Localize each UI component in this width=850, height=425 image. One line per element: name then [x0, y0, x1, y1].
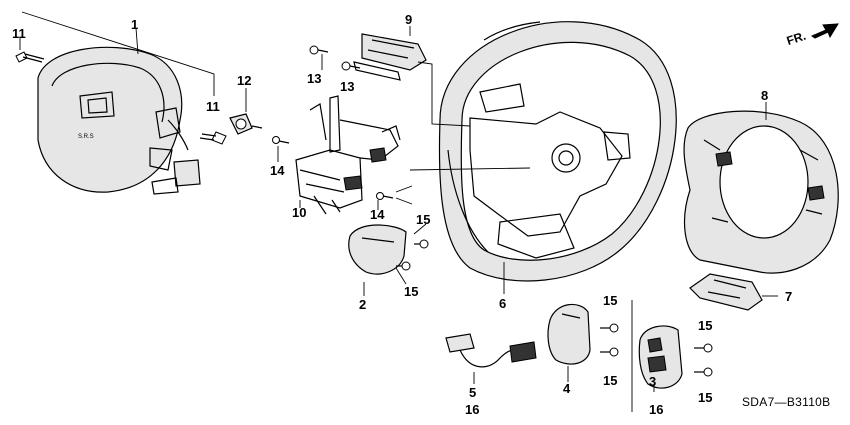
bolt-11-left — [15, 38, 45, 63]
callout-9: 9 — [405, 12, 412, 27]
screw-14-lower — [376, 185, 413, 205]
callout-2: 2 — [359, 297, 366, 312]
screw-13-a — [309, 45, 329, 55]
callout-1: 1 — [131, 17, 138, 32]
trim-cap-2 — [348, 224, 407, 275]
callout-14-a: 14 — [270, 163, 285, 178]
callout-11-right: 11 — [206, 99, 220, 114]
screw-15-e — [694, 343, 713, 353]
airbag-module: S.R.S — [37, 46, 201, 195]
callout-15-a: 15 — [416, 212, 430, 227]
steering-wheel — [438, 21, 677, 282]
callout-7: 7 — [785, 289, 792, 304]
screw-14-left — [272, 136, 290, 144]
part-code: SDA7—B3110B — [742, 395, 830, 409]
callout-15-b: 15 — [404, 284, 418, 299]
callout-14-b: 14 — [370, 207, 385, 222]
callout-5: 5 — [469, 385, 476, 400]
harness-10 — [295, 95, 401, 215]
lower-cover-7 — [689, 273, 763, 311]
callout-15-f: 15 — [698, 390, 712, 405]
callout-8: 8 — [761, 88, 768, 103]
nut-12 — [229, 113, 263, 135]
callout-13-a: 13 — [307, 71, 321, 86]
screw-15-d — [600, 347, 619, 357]
callout-16-a: 16 — [465, 402, 479, 417]
callout-3: 3 — [649, 374, 656, 389]
front-arrow-icon — [810, 23, 839, 39]
leader-lines — [21, 11, 778, 412]
rear-cover-8 — [683, 110, 839, 274]
callout-12: 12 — [237, 73, 251, 88]
callout-15-e: 15 — [698, 318, 712, 333]
screw-15-b — [396, 261, 411, 271]
srs-airbag-label: S.R.S — [78, 134, 94, 140]
screw-15-f — [694, 367, 713, 377]
callout-15-c: 15 — [603, 293, 617, 308]
switch-9 — [353, 33, 427, 81]
callout-11-left: 11 — [12, 26, 26, 41]
callout-16-b: 16 — [649, 402, 663, 417]
callout-13-b: 13 — [340, 79, 354, 94]
callout-10: 10 — [292, 205, 306, 220]
front-direction-indicator: FR. — [785, 23, 839, 48]
callout-labels: 1 2 3 4 5 6 7 8 9 10 11 11 12 13 13 14 1… — [12, 12, 792, 417]
callout-4: 4 — [563, 381, 571, 396]
screw-15-c — [600, 323, 619, 333]
front-label: FR. — [785, 29, 808, 48]
bolt-11-right — [199, 131, 227, 145]
screw-13-b — [341, 61, 361, 71]
callout-15-d: 15 — [603, 373, 617, 388]
cable-5 — [445, 333, 537, 368]
switch-panel-3 — [638, 325, 683, 389]
callout-6: 6 — [499, 296, 506, 311]
screw-15-a — [414, 239, 429, 249]
trim-panel-4 — [547, 303, 591, 365]
